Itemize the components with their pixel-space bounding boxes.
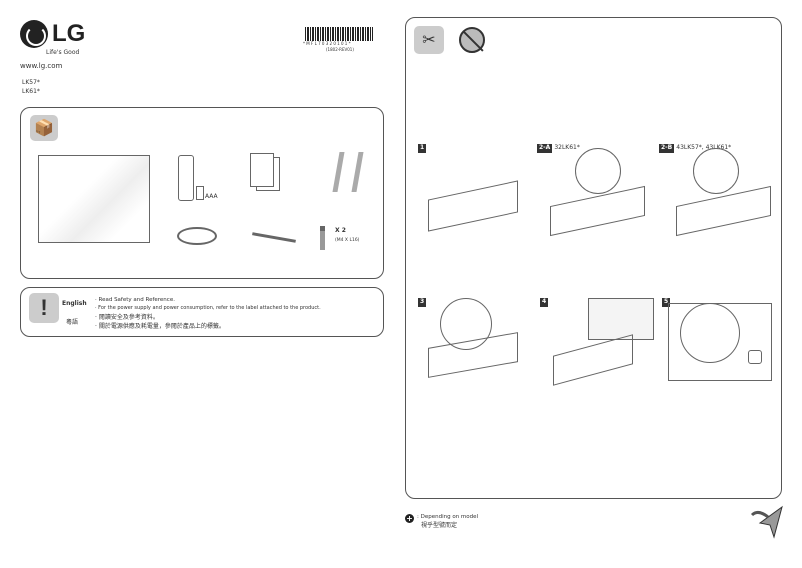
box-icon: 📦 <box>30 115 58 141</box>
lang-english: English <box>62 300 87 307</box>
step-5-illustration <box>668 303 772 381</box>
notice-line-2: · For the power supply and power consump… <box>95 305 321 311</box>
battery-illustration <box>196 186 204 200</box>
lg-logo: LG <box>20 20 85 48</box>
notice-line-3: · 閱讀安全及參考資料。 <box>95 314 159 321</box>
step-2b-zoom <box>693 148 739 194</box>
slogan: Life's Good <box>46 49 80 56</box>
barcode-text: * M F L 7 0 3 2 0 1 0 1 * <box>303 41 351 46</box>
footer-note-zh: 視乎型號而定 <box>421 522 458 529</box>
step-1: 1 <box>418 144 427 153</box>
notice-line-1: · Read Safety and Reference. <box>95 297 175 303</box>
step-4: 4 <box>540 298 549 307</box>
tv-panel-illustration <box>38 155 150 243</box>
barcode <box>305 27 373 41</box>
cable-illustration <box>177 227 217 245</box>
barcode-code: (1802-REV01) <box>326 47 354 52</box>
power-outlet-icon <box>748 350 762 364</box>
screw-qty: X 2 <box>335 227 346 234</box>
step-2a-zoom <box>575 148 621 194</box>
manual-illustration <box>250 153 274 187</box>
brand-name: LG <box>52 20 86 47</box>
screw-illustration <box>320 226 325 250</box>
tools-icon: ✂ <box>414 26 444 54</box>
step-4-illustration <box>588 298 654 340</box>
step-5: 5 <box>662 298 671 307</box>
lang-chinese: 粵語 <box>66 319 79 326</box>
model-1: LK57* <box>22 79 40 86</box>
accessories-panel: 📦 <box>20 107 384 279</box>
notice-panel: ! <box>20 287 384 337</box>
website[interactable]: www.lg.com <box>20 62 63 70</box>
no-tool-icon <box>459 27 485 53</box>
step-3: 3 <box>418 298 427 307</box>
battery-label: AAA <box>205 193 218 200</box>
remote-illustration <box>178 155 194 201</box>
page-turn-icon <box>750 505 783 539</box>
step-5-zoom <box>680 303 740 363</box>
screw-size: (M4 X L16) <box>335 238 360 243</box>
footer-note-en: : Depending on model <box>417 514 479 520</box>
lg-logo-mark <box>20 20 48 48</box>
assembly-panel: ✂ <box>405 17 782 499</box>
step-3-zoom <box>440 298 492 350</box>
plus-icon: + <box>405 514 414 523</box>
warning-icon: ! <box>29 293 59 323</box>
model-2: LK61* <box>22 88 40 95</box>
notice-line-4: · 關於電源供應及耗電量，參閱於產品上的標籤。 <box>95 323 225 330</box>
